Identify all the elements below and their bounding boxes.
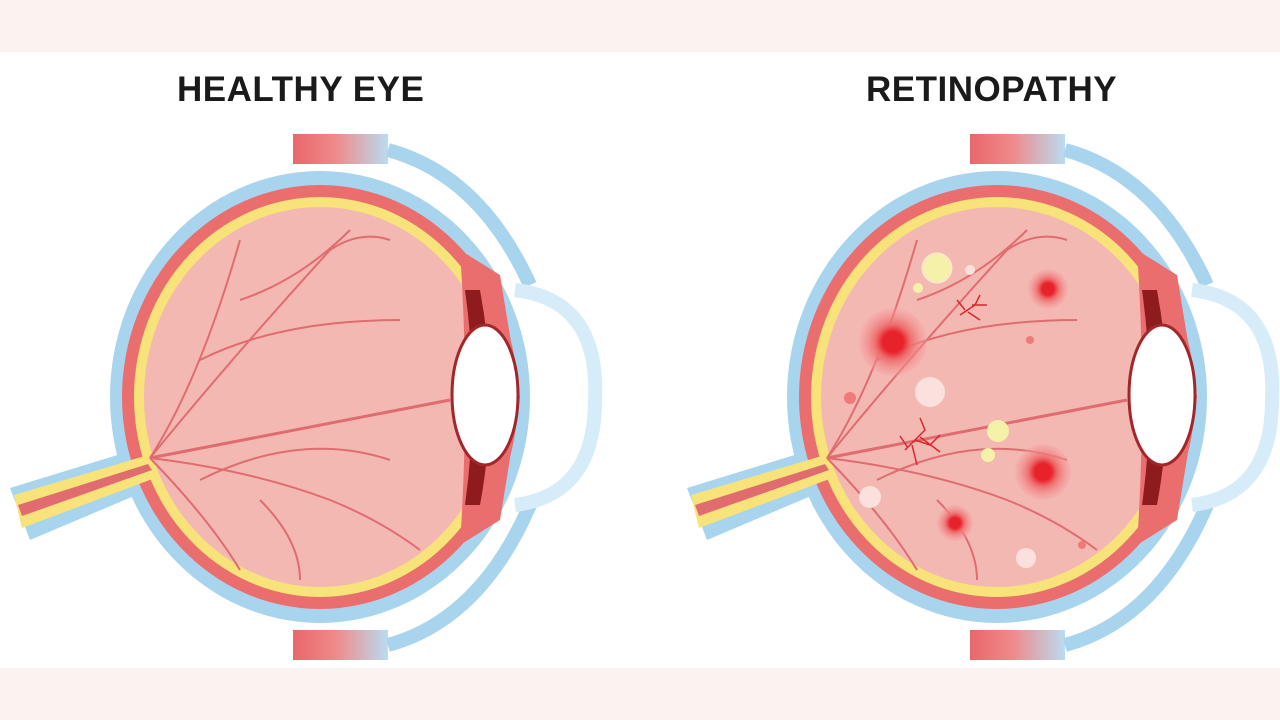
healthy-eye bbox=[10, 134, 595, 660]
hemorrhage bbox=[859, 308, 927, 376]
exudate bbox=[981, 448, 995, 462]
bottom-band bbox=[0, 668, 1280, 720]
exudate bbox=[921, 252, 953, 284]
healthy-eye-title: HEALTHY EYE bbox=[177, 70, 425, 109]
cotton-wool-spot bbox=[859, 486, 881, 508]
cotton-wool-spot bbox=[1016, 548, 1036, 568]
top-band bbox=[0, 0, 1280, 52]
cotton-wool-spot bbox=[915, 377, 945, 407]
hemorrhage bbox=[1028, 269, 1068, 309]
neovascularization bbox=[899, 294, 987, 466]
retinopathy-lesions bbox=[844, 252, 1086, 568]
hemorrhage bbox=[937, 505, 973, 541]
exudate bbox=[987, 420, 1009, 442]
exudate bbox=[913, 283, 923, 293]
retinopathy-eye bbox=[687, 134, 1272, 660]
hemorrhage bbox=[1015, 444, 1071, 500]
retinopathy-title: RETINOPATHY bbox=[866, 70, 1118, 109]
